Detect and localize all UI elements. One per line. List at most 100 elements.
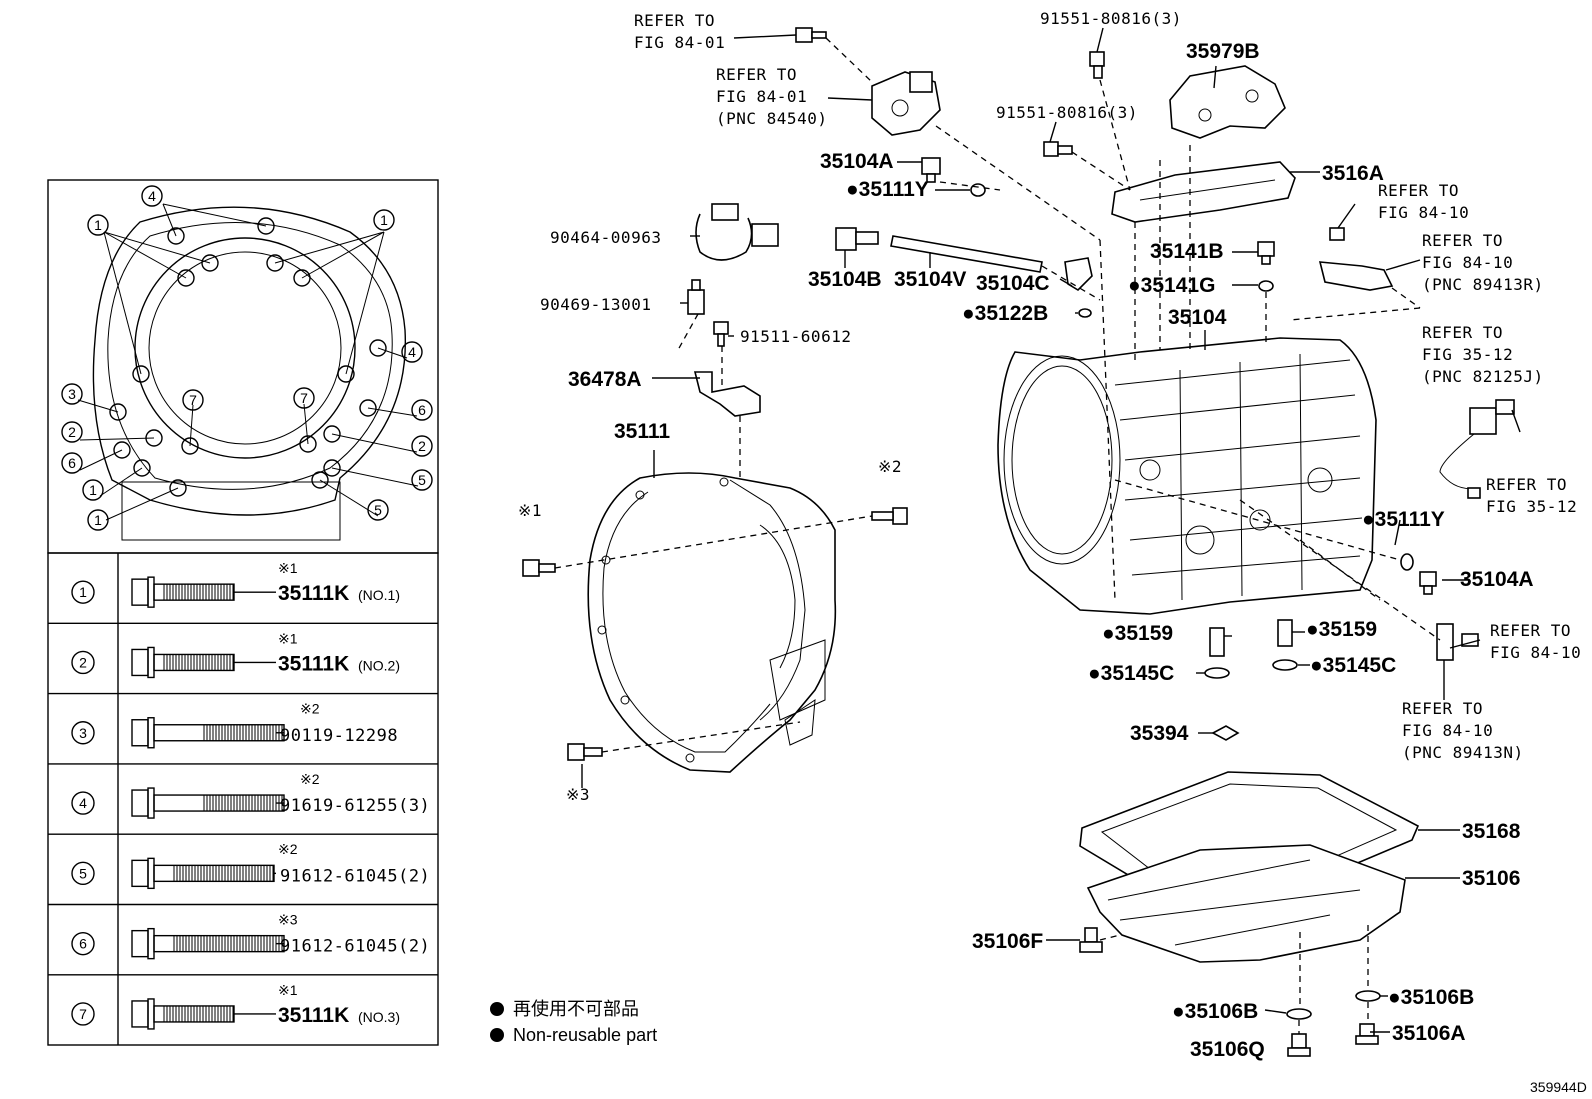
plate-callout-number: 7 [300,390,308,406]
plate-callout-number: 3 [68,386,76,402]
plate-callout: 6 [411,399,433,421]
plate-callout-number: 4 [408,344,416,360]
mark-2: ※2 [878,457,902,476]
plate-callout: 1 [87,214,109,236]
bolt-table: 1 ※1 35111K (NO.1) 2 ※1 35111K (NO.2) 3 ※2 90119-1… [47,552,439,1046]
ref-84-10a-line1: REFER TO [1378,181,1459,200]
bolt-row: 4 ※2 91619-61255(3) [48,763,438,819]
ref-84-10d-line1: REFER TO [1402,699,1483,718]
o-ring-35122B [1078,308,1092,318]
bolt-row-mark: ※1 [278,982,298,998]
bolt-row: 1 ※1 35111K (NO.1) [71,560,400,608]
bolt-row-mark: ※1 [278,560,298,576]
plate-callout-number: 5 [374,502,382,518]
bolt-row-note: (NO.1) [358,587,400,603]
bolt-row-part: 35111K [278,582,349,605]
dashed-assembly-lines [554,37,1441,1034]
label-3516A: 3516A [1322,162,1384,185]
plate-callout-number: 1 [94,217,102,233]
sensor-89413R [1318,227,1394,291]
plug-35394 [1211,725,1240,741]
plate-callout-number: 6 [68,455,76,471]
mark-3: ※3 [566,785,590,804]
cover-3516A [1111,161,1296,223]
label-35106Q: 35106Q [1190,1038,1265,1061]
bolt-refer-84-01 [795,27,827,43]
bolt-row-number: 1 [79,584,87,600]
plate-bolt-holes [109,217,387,497]
label-91551-a: 91551-80816(3) [1040,9,1182,28]
label-35106B-left: ●35106B [1172,1000,1258,1023]
diagram-id: 359944D [1530,1079,1587,1095]
bolt-row-part: 91619-61255(3) [280,796,430,816]
label-35122B: ●35122B [962,302,1048,325]
clamp-90464 [695,203,779,261]
bolt-row-part: 91612-61045(2) [280,866,430,886]
plate-callout-number: 1 [94,512,102,528]
bolt-row-number: 3 [79,725,87,741]
label-91511: 91511-60612 [740,327,851,346]
ref-35-12a-line3: (PNC 82125J) [1422,367,1544,386]
ref-84-10d-line3: (PNC 89413N) [1402,743,1524,762]
plate-callout-number: 2 [68,424,76,440]
legend-jp: 再使用不可部品 [513,999,639,1019]
bolt-row-part: 91612-61045(2) [280,937,430,957]
label-91551-b: 91551-80816(3) [996,103,1138,122]
cover-35979B [1169,65,1286,139]
bolt-row-part: 90119-12298 [280,726,398,746]
ref-84-10a-line2: FIG 84-10 [1378,203,1469,222]
label-35394: 35394 [1130,722,1189,745]
bolt-row-mark: ※2 [278,841,298,857]
plate-callout-number: 7 [189,392,197,408]
bolt-row-number: 5 [79,865,87,881]
plate-callout: 4 [141,185,163,207]
plate-callout: 4 [401,341,423,363]
label-36478A: 36478A [568,368,642,391]
ref-35-12b-line2: FIG 35-12 [1486,497,1577,516]
plugs-35159 [1204,619,1298,679]
connector-90469 [687,279,705,315]
bolt-row-mark: ※1 [278,630,298,646]
bracket-36478A [693,371,761,417]
legend: 再使用不可部品 Non-reusable part [490,999,657,1045]
ref-84-01-line2: FIG 84-01 [634,33,725,52]
ref-84-10c-line2: FIG 84-10 [1490,643,1581,662]
leader-lines [581,27,1521,1033]
bolt-row-note: (NO.2) [358,657,400,673]
plate-callout: 7 [293,387,315,409]
label-35979B: 35979B [1186,40,1260,63]
reference-labels: REFER TO FIG 84-01 REFER TO FIG 84-01 (P… [634,11,1581,762]
ref-84-10b-line1: REFER TO [1422,231,1503,250]
bolt-row-mark: ※2 [300,771,320,787]
o-ring-35111Y-right [1400,553,1414,571]
plate-callout-number: 1 [89,482,97,498]
bolt-row-number: 4 [79,795,87,811]
label-35104: 35104 [1168,306,1227,329]
bolt-row-mark: ※2 [300,701,320,717]
label-90469: 90469-13001 [540,295,651,314]
plate-callout: 7 [182,389,204,411]
ref-84-01b-line1: REFER TO [716,65,797,84]
neutral-switch [871,71,941,136]
ref-84-10b-line2: FIG 84-10 [1422,253,1513,272]
label-35104B: 35104B [808,268,882,291]
plate-callout-number: 1 [380,212,388,228]
legend-en: Non-reusable part [513,1025,657,1045]
plate-callout: 2 [61,421,83,443]
plate-callout: 3 [61,383,83,405]
plate-callout-number: 4 [148,188,156,204]
bolt-row-number: 2 [79,654,87,670]
label-35104C: 35104C [976,272,1050,295]
pipe-assy [835,227,1093,292]
oil-pan [1086,844,1406,963]
ref-84-10c-line1: REFER TO [1490,621,1571,640]
label-35168: 35168 [1462,820,1521,843]
plug-35104A-top [921,157,941,183]
plate-callout: 1 [82,479,104,501]
ref-84-10b-line3: (PNC 89413R) [1422,275,1544,294]
plate-leaders [77,203,419,521]
